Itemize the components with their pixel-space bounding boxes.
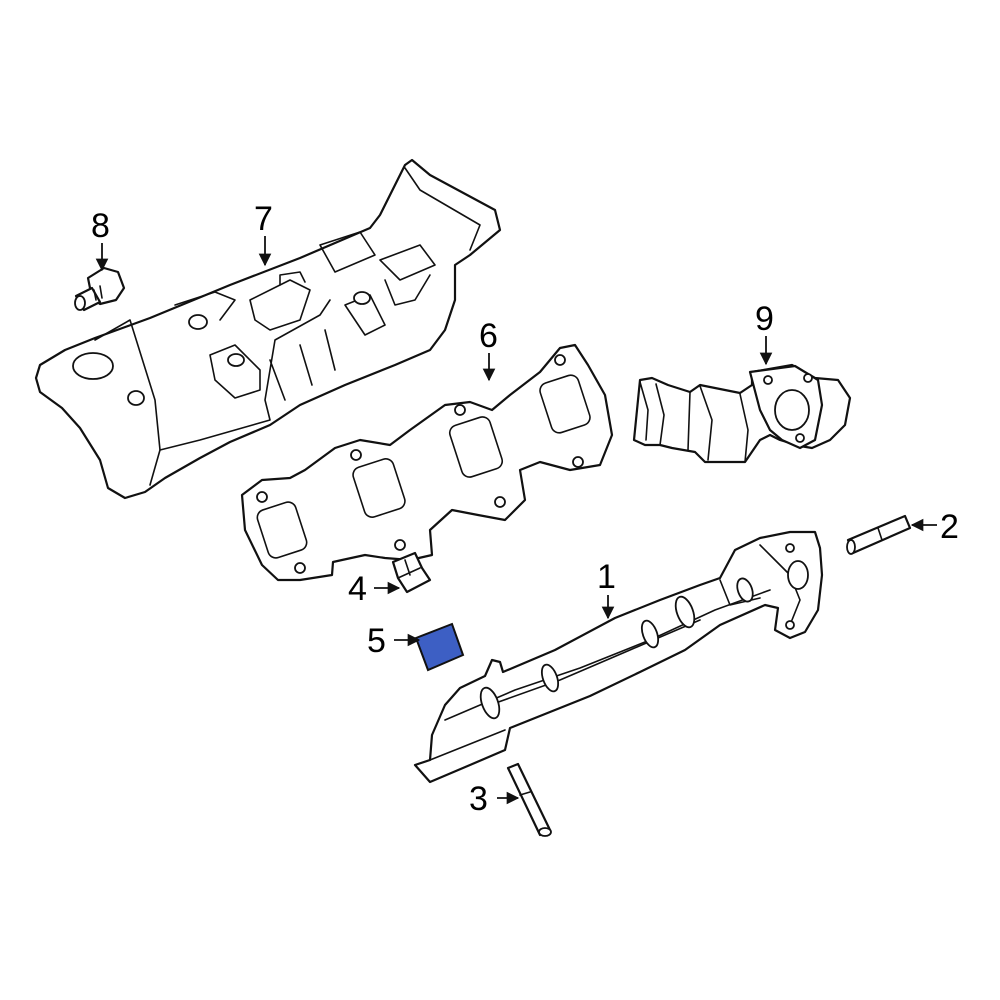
callout-3: 3 bbox=[469, 780, 488, 818]
exhaust-manifold-part-1[interactable] bbox=[413, 530, 824, 784]
callout-8: 8 bbox=[91, 207, 110, 245]
callout-4: 4 bbox=[348, 570, 367, 608]
bolt-part-8[interactable] bbox=[74, 266, 126, 312]
highlighted-part-5[interactable] bbox=[414, 622, 465, 672]
manifold-gasket-part-6[interactable] bbox=[240, 343, 614, 582]
stud-part-3[interactable] bbox=[506, 762, 552, 837]
callout-9: 9 bbox=[755, 300, 774, 338]
heat-shield-part-7[interactable] bbox=[34, 158, 502, 500]
callout-6: 6 bbox=[479, 317, 498, 355]
clip-part-4[interactable] bbox=[391, 551, 432, 594]
callout-7: 7 bbox=[254, 200, 273, 238]
exhaust-adapter-part-9[interactable] bbox=[632, 363, 852, 464]
callout-leaders bbox=[95, 236, 937, 805]
callout-2: 2 bbox=[940, 508, 959, 546]
callout-1: 1 bbox=[597, 558, 616, 596]
callout-5: 5 bbox=[367, 622, 386, 660]
stud-part-2[interactable] bbox=[846, 514, 912, 555]
